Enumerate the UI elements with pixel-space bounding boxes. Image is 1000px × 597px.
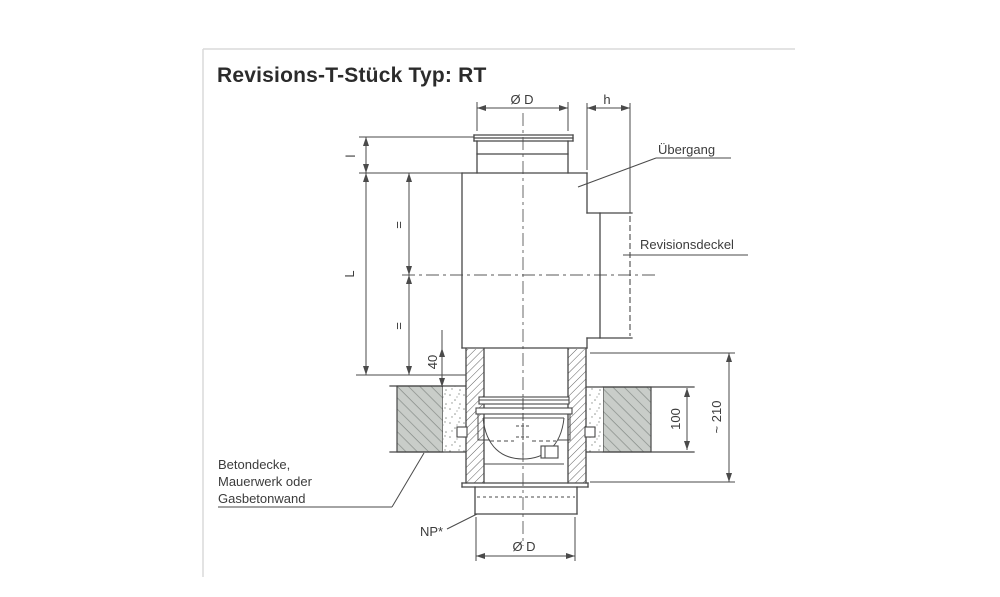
revision-cover [586, 212, 633, 339]
dim-installed-height-label: ~ 210 [709, 401, 724, 434]
bottom-pipe-label: NP* [420, 524, 443, 539]
annotation-bottom-pipe: NP* [420, 513, 478, 539]
dim-floor-clearance-label: 40 [425, 355, 440, 369]
dim-top-diameter-label: Ø D [510, 92, 533, 107]
annotation-wall-material: Betondecke, Mauerwerk oder Gasbetonwand [218, 452, 425, 508]
dim-bottom-diameter: Ø D [475, 517, 576, 561]
centerlines [402, 113, 658, 546]
dim-left-stack: l L [342, 136, 474, 376]
dim-cover-depth-label: h [603, 92, 610, 107]
dim-body-length-label: L [342, 270, 357, 277]
pipe-wall-sections [465, 348, 587, 484]
top-socket [473, 134, 574, 174]
page-title: Revisions-T-Stück Typ: RT [217, 64, 487, 87]
transition-label: Übergang [658, 142, 715, 157]
bottom-spigot [461, 482, 589, 515]
page-edge-lines [202, 48, 795, 577]
annotation-inspection-cover: Revisionsdeckel [623, 237, 748, 256]
internal-valve [456, 396, 596, 465]
dim-equal-upper-label: = [391, 221, 406, 229]
dim-cover-depth: h [586, 92, 631, 213]
wall-material-line1: Betondecke, [218, 457, 290, 472]
inspection-cover-label: Revisionsdeckel [640, 237, 734, 252]
wall-material-line3: Gasbetonwand [218, 491, 305, 506]
dim-top-diameter: Ø D [476, 92, 569, 131]
dim-equal-segments: = = [391, 173, 412, 375]
concrete-wall-left [389, 385, 467, 453]
main-body [461, 172, 588, 349]
dim-wall-thickness-label: 100 [668, 408, 683, 430]
dim-floor-clearance: 40 [425, 330, 445, 387]
annotation-transition: Übergang [577, 142, 731, 188]
dim-installed-height: ~ 210 [590, 352, 735, 483]
dim-equal-lower-label: = [391, 322, 406, 330]
dim-wall-thickness: 100 [668, 388, 690, 450]
dim-socket-length-label: l [343, 154, 358, 157]
dim-bottom-diameter-label: Ø D [512, 539, 535, 554]
wall-material-line2: Mauerwerk oder [218, 474, 313, 489]
